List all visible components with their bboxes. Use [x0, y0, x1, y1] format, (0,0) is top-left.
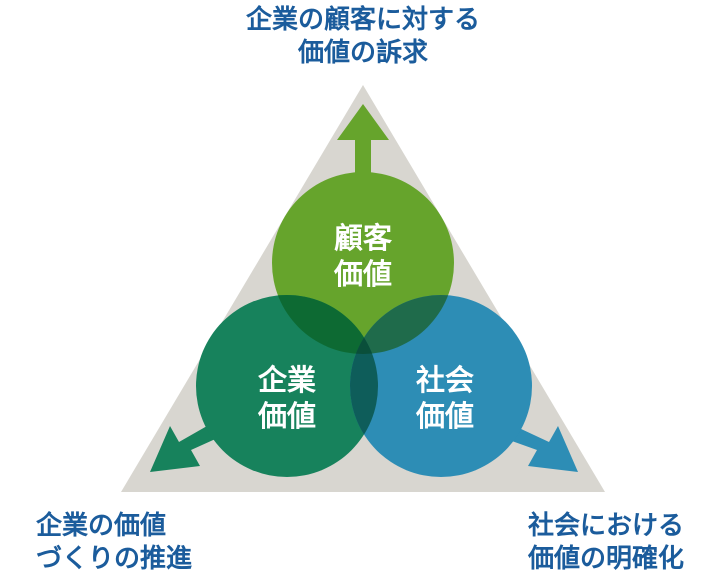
company-value-label: 企業 価値 [257, 363, 316, 433]
svg-text:社会: 社会 [416, 363, 474, 397]
svg-text:づくりの推進: づくりの推進 [36, 544, 192, 574]
arrow-up [337, 104, 389, 190]
arrow-down-left [150, 422, 222, 472]
svg-text:企業: 企業 [258, 363, 316, 397]
svg-text:価値の訴求: 価値の訴求 [297, 37, 428, 68]
svg-text:価値: 価値 [257, 399, 316, 433]
bottom-right-label: 社会における 価値の明確化 [527, 510, 684, 574]
overlap-customer-society [350, 295, 454, 354]
svg-text:顧客: 顧客 [334, 221, 393, 255]
svg-text:価値: 価値 [333, 257, 392, 291]
svg-text:社会における: 社会における [528, 510, 684, 541]
arrow-down-right [498, 422, 578, 472]
svg-text:価値: 価値 [415, 399, 474, 433]
svg-text:企業の顧客に対する: 企業の顧客に対する [246, 4, 480, 35]
svg-text:企業の価値: 企業の価値 [36, 510, 166, 541]
society-value-label: 社会 価値 [415, 363, 474, 433]
top-label: 企業の顧客に対する 価値の訴求 [246, 4, 480, 68]
overlap-customer-company [272, 295, 378, 354]
svg-text:価値の明確化: 価値の明確化 [527, 543, 684, 574]
customer-value-label: 顧客 価値 [333, 221, 393, 291]
bottom-left-label: 企業の価値 づくりの推進 [36, 510, 192, 574]
